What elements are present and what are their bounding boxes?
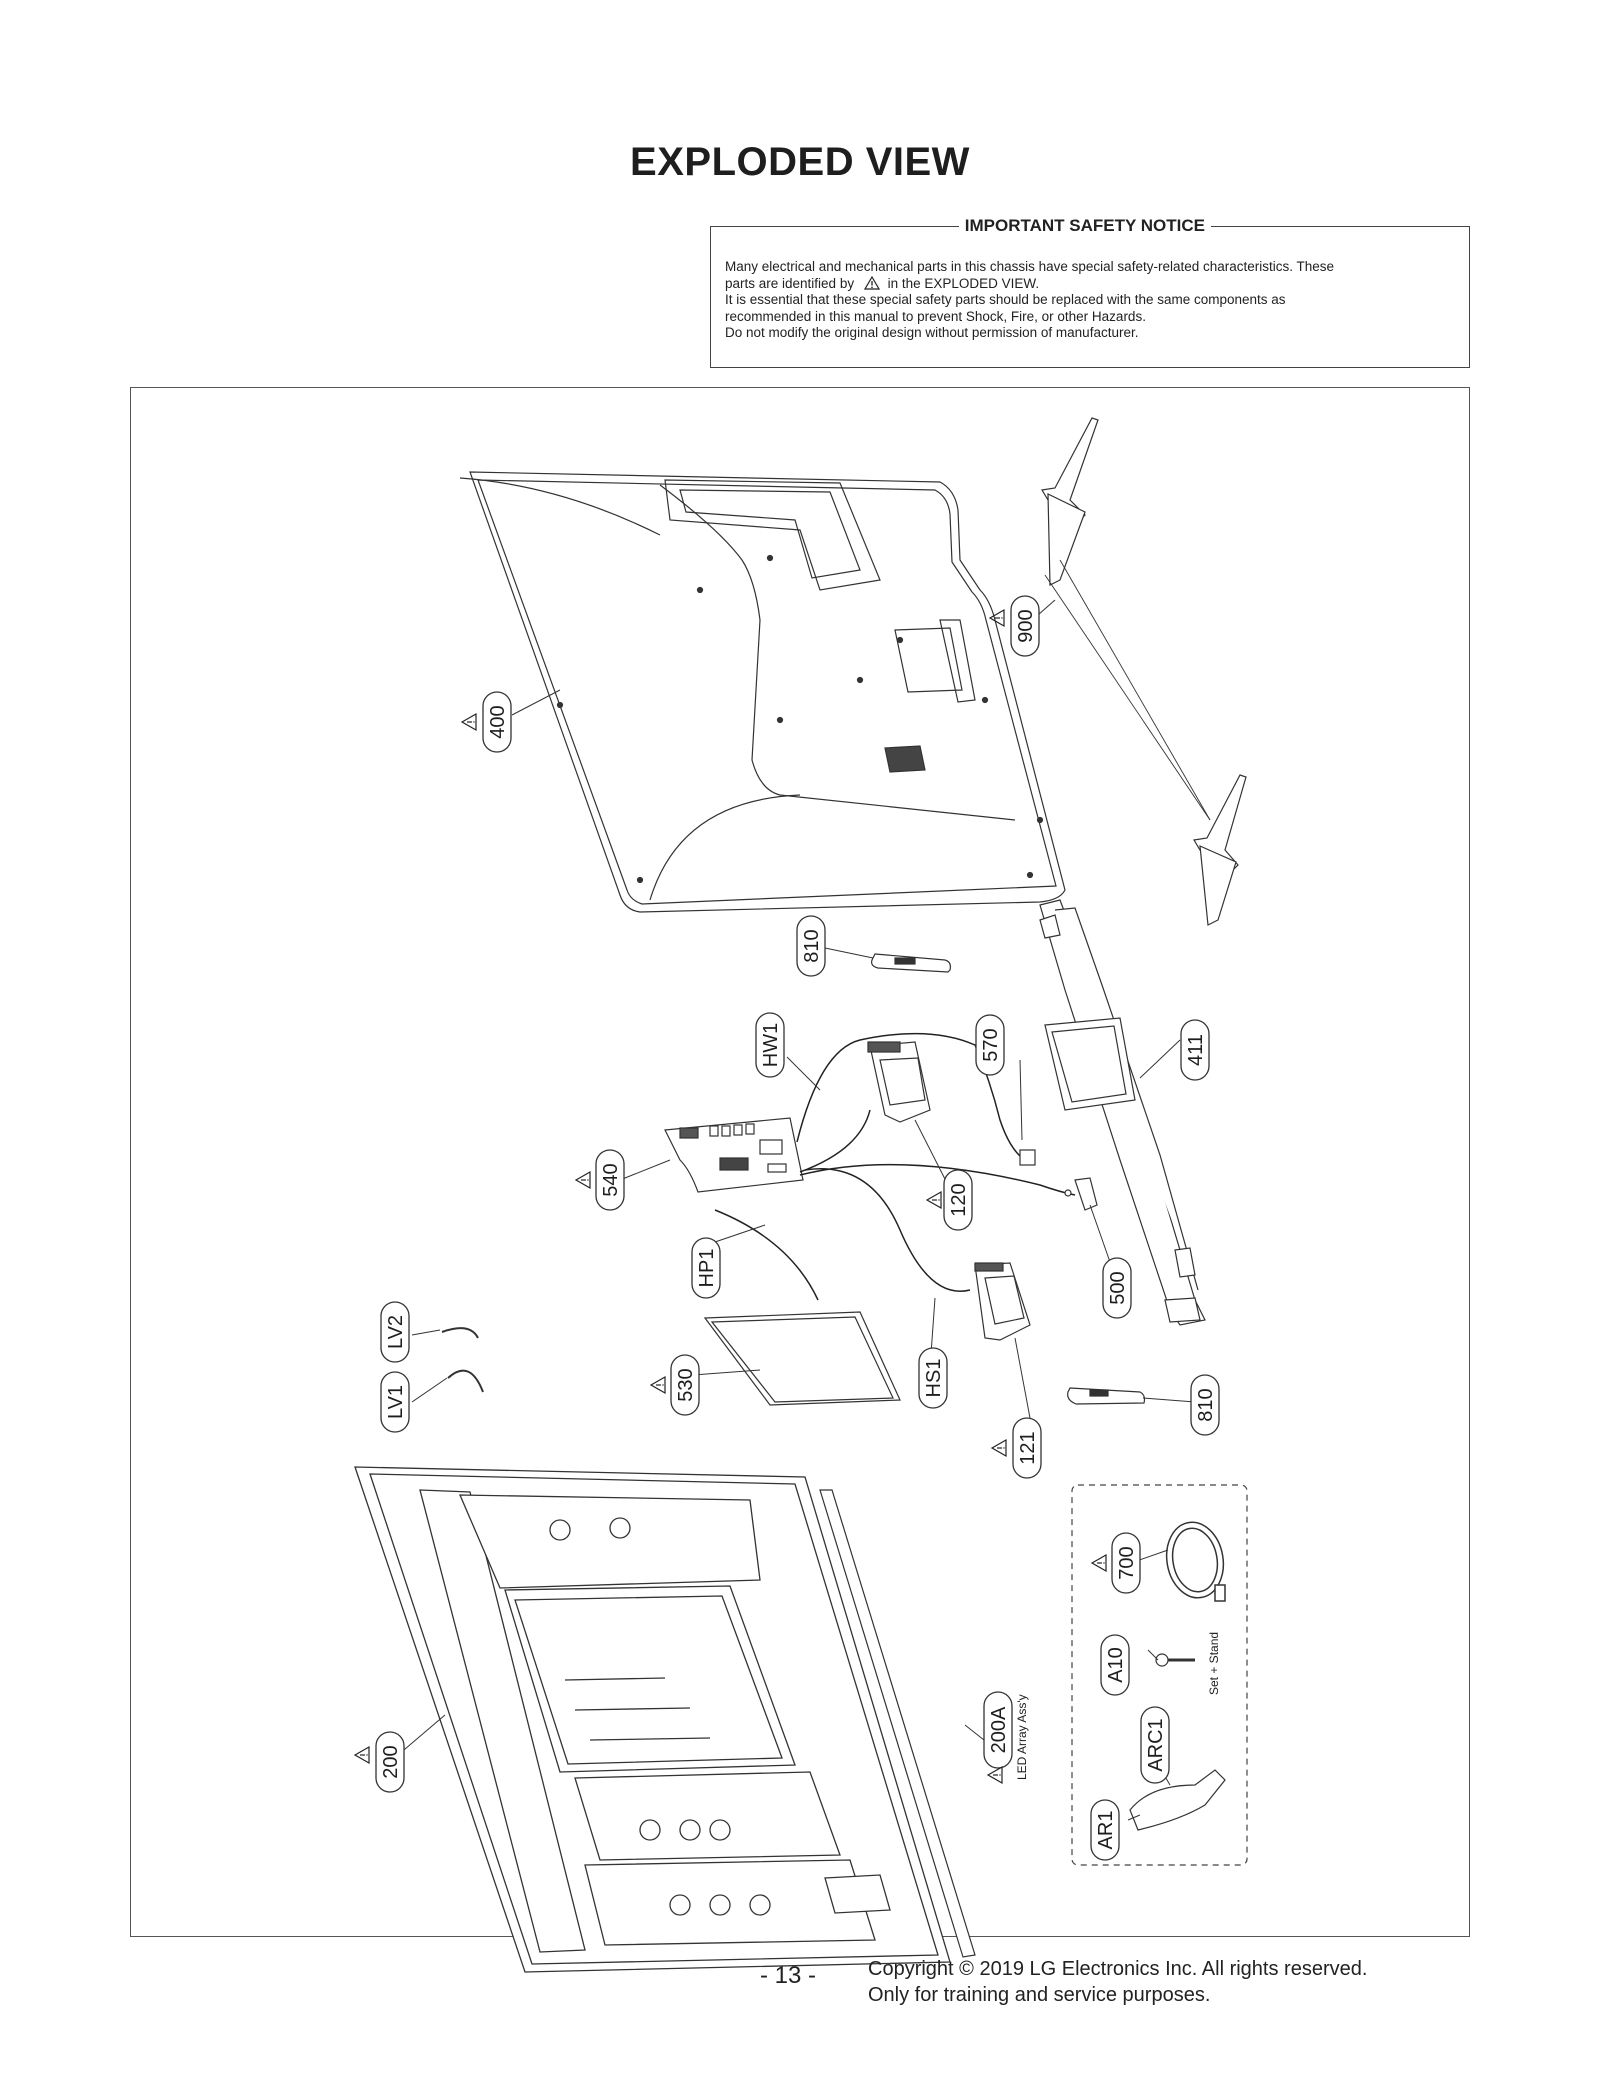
- warning-icon: [987, 1766, 1003, 1784]
- warning-icon: [926, 1191, 942, 1209]
- power-supply-part: [867, 1041, 931, 1123]
- warning-icon: [1091, 1554, 1107, 1572]
- label-LV2: LV2: [380, 1301, 410, 1363]
- warning-icon: [991, 1439, 1007, 1457]
- cable-holder-part: [1129, 1769, 1226, 1831]
- display-module-part: [354, 1466, 951, 1973]
- frame-part: [1039, 899, 1206, 1326]
- label-ARC1: ARC1: [1140, 1706, 1170, 1784]
- part-number-hp1: HP1: [696, 1249, 718, 1288]
- copyright-line: Copyright © 2019 LG Electronics Inc. All…: [868, 1958, 1368, 1980]
- notice-line-2b: in the EXPLODED VIEW.: [887, 275, 1040, 291]
- lvds-cables: [441, 1327, 484, 1393]
- label-411: 411: [1180, 1019, 1210, 1081]
- part-number-400: 400: [487, 705, 509, 738]
- label-HS1: HS1: [918, 1347, 948, 1409]
- label-121: 121: [991, 1417, 1042, 1479]
- part-number-200a: 200A: [988, 1706, 1010, 1753]
- part-number-700: 700: [1116, 1546, 1138, 1579]
- label-900: 900: [989, 595, 1040, 657]
- label-200A: 200A: [983, 1691, 1013, 1784]
- warning-icon: [575, 1171, 591, 1189]
- power-cord-part: [1165, 1521, 1226, 1602]
- sheet-part: [703, 1311, 901, 1406]
- part-number-lv1: LV1: [385, 1385, 407, 1419]
- label-A10: A10: [1100, 1634, 1130, 1696]
- part-number-a10: A10: [1105, 1647, 1127, 1683]
- part-number-120: 120: [948, 1183, 970, 1216]
- page-number: - 13 -: [760, 1962, 817, 1989]
- warning-icon: [650, 1376, 666, 1394]
- part-number-lv2: LV2: [385, 1315, 407, 1349]
- label-530: 530: [650, 1354, 700, 1416]
- warning-triangle-icon: [863, 275, 880, 290]
- notice-line-1: Many electrical and mechanical parts in …: [725, 259, 1335, 274]
- part-number-810-b: 810: [1195, 1388, 1217, 1421]
- part-number-arc1: ARC1: [1145, 1718, 1167, 1771]
- notice-line-2: parts are identified by in the EXPLODED …: [725, 275, 1457, 293]
- part-number-530: 530: [675, 1368, 697, 1401]
- led-array-caption: LED Array Ass'y: [1015, 1694, 1029, 1780]
- label-120: 120: [926, 1169, 973, 1231]
- warning-icon: [354, 1746, 370, 1764]
- stand-legs-part: [1041, 417, 1247, 926]
- part-number-540: 540: [600, 1163, 622, 1196]
- part-number-900: 900: [1015, 609, 1037, 642]
- part-number-810: 810: [801, 929, 823, 962]
- notice-line-3: It is essential that these special safet…: [725, 292, 1286, 307]
- label-HP1: HP1: [691, 1237, 721, 1299]
- label-810b: 810: [1190, 1374, 1220, 1436]
- screw-part: [1155, 1653, 1195, 1667]
- label-540: 540: [575, 1149, 625, 1211]
- label-AR1: AR1: [1090, 1799, 1120, 1861]
- remote-part-b: [1067, 1387, 1146, 1405]
- set-stand-caption: Set + Stand: [1207, 1632, 1221, 1695]
- safety-notice-text: Many electrical and mechanical parts in …: [725, 259, 1457, 342]
- notice-line-5: Do not modify the original design withou…: [725, 325, 1139, 340]
- safety-notice-heading: IMPORTANT SAFETY NOTICE: [958, 215, 1211, 237]
- label-500: 500: [1102, 1257, 1132, 1319]
- label-700: 700: [1091, 1532, 1141, 1594]
- label-LV1: LV1: [380, 1371, 410, 1433]
- usage-line: Only for training and service purposes.: [868, 1984, 1211, 2006]
- cable-harness: [714, 1032, 1076, 1301]
- part-number-ar1: AR1: [1095, 1811, 1117, 1850]
- part-number-570: 570: [980, 1028, 1002, 1061]
- part-number-411: 411: [1185, 1034, 1207, 1066]
- label-HW1: HW1: [755, 1012, 785, 1078]
- safety-notice-box: IMPORTANT SAFETY NOTICE Many electrical …: [710, 215, 1470, 368]
- sub-power-part: [974, 1262, 1031, 1341]
- accessory-box: [1071, 1484, 1248, 1866]
- small-board-part: [1019, 1149, 1098, 1211]
- part-number-200: 200: [380, 1745, 402, 1778]
- footer-copyright: Copyright © 2019 LG Electronics Inc. All…: [868, 1956, 1367, 2008]
- page-title: EXPLODED VIEW: [630, 140, 970, 184]
- led-array-part: [819, 1489, 976, 1958]
- notice-line-2a: parts are identified by: [725, 275, 855, 291]
- part-number-hw1: HW1: [760, 1023, 782, 1067]
- label-400: 400: [461, 691, 512, 753]
- back-cover-part: [459, 471, 1066, 913]
- warning-icon: [461, 713, 477, 731]
- remote-part: [871, 953, 952, 973]
- label-810a: 810: [796, 915, 826, 977]
- part-number-hs1: HS1: [923, 1359, 945, 1398]
- label-570: 570: [975, 1014, 1005, 1076]
- part-number-121: 121: [1017, 1431, 1039, 1464]
- label-200: 200: [354, 1731, 405, 1793]
- leader-lines: [397, 599, 1196, 1821]
- part-number-500: 500: [1107, 1271, 1129, 1304]
- main-board-part: [664, 1117, 804, 1193]
- notice-line-4: recommended in this manual to prevent Sh…: [725, 308, 1146, 324]
